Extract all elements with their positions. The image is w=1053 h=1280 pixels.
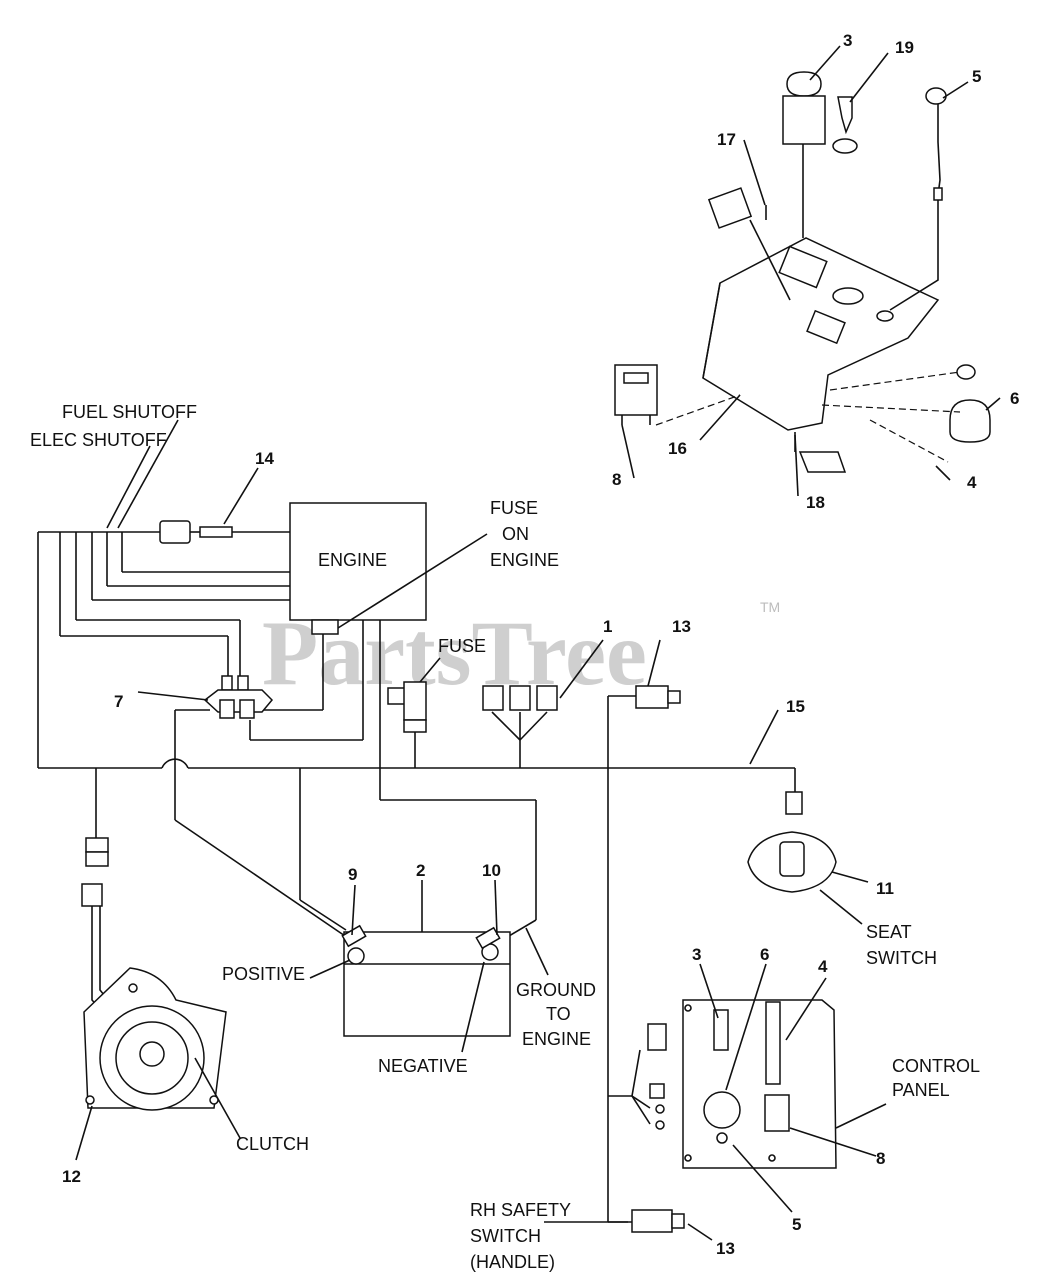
callout-13-bottom: 13 [716,1239,735,1258]
leader-lines [75,45,1001,1241]
connector-14 [159,520,191,544]
label-elec-shutoff: ELEC SHUTOFF [30,430,167,450]
callout-14: 14 [255,449,274,468]
label-control-panel-2: PANEL [892,1080,950,1100]
label-clutch: CLUTCH [236,1134,309,1154]
callout-5-top: 5 [972,67,981,86]
engine-block [289,502,427,621]
callout-15: 15 [786,697,805,716]
switch-13-bottom [631,1209,685,1233]
label-negative: NEGATIVE [378,1056,468,1076]
callout-8-panel: 8 [876,1149,885,1168]
label-ground-3: ENGINE [522,1029,591,1049]
label-fuse: FUSE [438,636,486,656]
solenoid-7 [203,675,274,719]
terminal-1 [655,1104,665,1114]
label-fuse-on-engine-1: FUSE [490,498,538,518]
callout-7: 7 [114,692,123,711]
connector-panel-left [647,1023,667,1051]
callout-2: 2 [416,861,425,880]
callout-10: 10 [482,861,501,880]
wiring-harness [37,531,796,1223]
callout-19: 19 [895,38,914,57]
relays-1 [482,685,558,711]
control-panel [682,999,837,1169]
callout-9: 9 [348,865,357,884]
callout-6-top: 6 [1010,389,1019,408]
callout-5-panel: 5 [792,1215,801,1234]
label-ground-1: GROUND [516,980,596,1000]
callout-4-top: 4 [967,473,977,492]
label-rh-safety-1: RH SAFETY [470,1200,571,1220]
label-seat-switch-2: SWITCH [866,948,937,968]
callout-3-top: 3 [843,31,852,50]
engine-label: ENGINE [318,550,387,570]
label-ground-2: TO [546,1004,571,1024]
label-fuse-on-engine-3: ENGINE [490,550,559,570]
control-panel-exploded-view [614,71,991,473]
label-control-panel-1: CONTROL [892,1056,980,1076]
label-seat-switch-1: SEAT [866,922,912,942]
callout-13-top: 13 [672,617,691,636]
label-fuse-on-engine-2: ON [502,524,529,544]
watermark-trademark: TM [760,599,780,615]
callout-3-panel: 3 [692,945,701,964]
callout-16: 16 [668,439,687,458]
switch-13-top [635,685,681,709]
battery-2 [341,924,511,1037]
label-rh-safety-2: SWITCH [470,1226,541,1246]
label-rh-safety-3: (HANDLE) [470,1252,555,1272]
callout-11: 11 [876,879,894,898]
callout-18: 18 [806,493,825,512]
terminal-2 [655,1120,665,1130]
callout-4-panel: 4 [818,957,828,976]
label-fuel-shutoff: FUEL SHUTOFF [62,402,197,422]
callout-12: 12 [62,1167,81,1186]
callout-17: 17 [717,130,736,149]
callout-6-panel: 6 [760,945,769,964]
clutch-12 [83,967,227,1111]
fuse-holder [387,681,427,733]
callout-1: 1 [603,617,612,636]
connector-14-pin [199,526,233,538]
label-positive: POSITIVE [222,964,305,984]
seat-switch-11 [747,791,837,893]
connector-panel-mid [649,1083,665,1099]
callout-8-top: 8 [612,470,621,489]
engine-fuse [311,619,339,635]
